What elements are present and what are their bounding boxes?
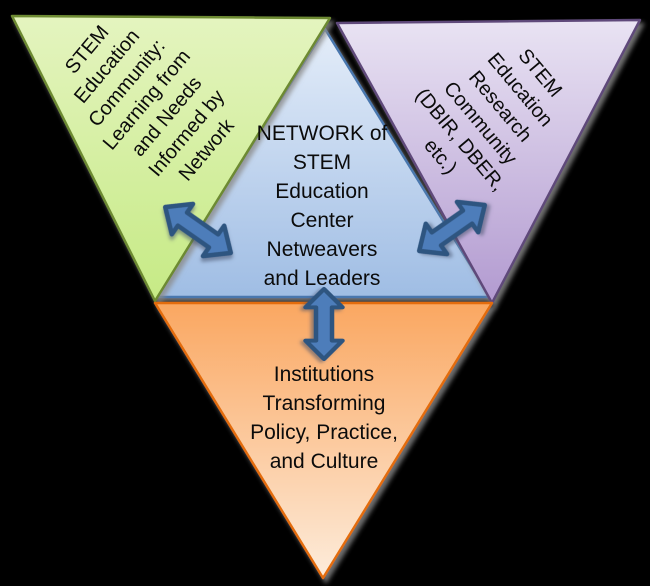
research-triangle-shape (335, 18, 642, 305)
community-triangle-shape (10, 14, 332, 303)
